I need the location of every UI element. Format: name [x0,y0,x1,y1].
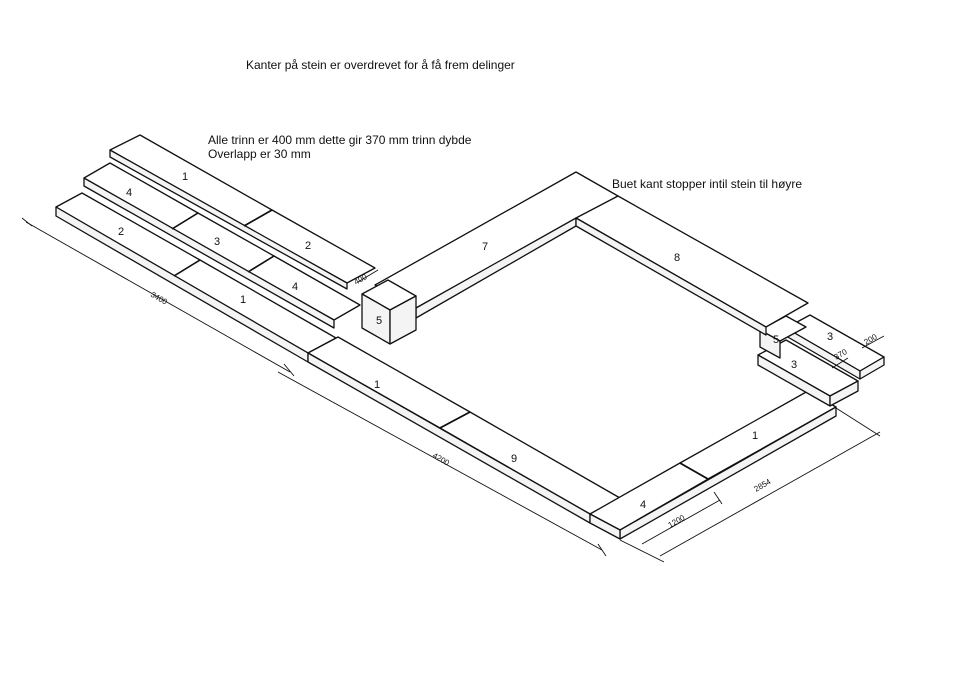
front-row-front-edge [307,352,591,524]
dim-line-200 [861,335,885,349]
label-right-front-1: 1 [752,430,758,442]
right-step-block [757,314,885,407]
right-3-top-end [859,356,885,380]
dim-line-3400 [25,221,291,373]
middle-row-seam-a [171,212,199,230]
slab-front-9 [439,411,621,515]
label-lower-1: 1 [240,294,246,306]
label-corner-5-right: 5 [773,334,779,346]
label-upper-2: 2 [305,240,311,252]
lower-row-seam [173,259,201,277]
top-note: Kanter på stein er overdrevet for å få f… [246,58,515,72]
dim-line-1200 [641,499,721,545]
upper-step-row [109,134,376,290]
front-row [307,336,621,524]
label-right-3-top: 3 [827,331,833,343]
label-middle-4b: 4 [292,281,298,293]
dim-label-2854: 2854 [753,477,773,494]
label-lower-2: 2 [118,226,124,238]
stone-labels: 1 2 4 3 4 2 1 5 7 8 5 3 3 1 9 4 1 [118,171,833,511]
label-back-7: 7 [482,241,488,253]
middle-row-front-edge [83,177,335,329]
front-right-edge [619,406,837,540]
lower-step-row [55,192,337,363]
label-right-8: 8 [674,252,680,264]
dim-line-400 [357,269,379,283]
middle-step-row [83,162,361,329]
dim-line-370 [831,357,849,369]
corner-5-right-side [759,329,781,359]
back-row [374,171,809,336]
slab-back-7 [374,171,619,309]
dim-line-4200 [277,371,603,551]
label-front-1: 1 [374,379,380,391]
dim-label-1200: 1200 [667,513,687,530]
label-middle-4: 4 [126,187,132,199]
dim-label-200: 200 [863,332,880,347]
slab-right-8 [575,195,809,328]
middle-row-seam-b [247,255,275,273]
label-front-4: 4 [640,499,646,511]
label-front-9: 9 [511,453,517,465]
right-8-inner-edge [575,217,767,336]
label-upper-1: 1 [182,171,188,183]
front-right-row [589,390,837,540]
front-right-seam [679,462,709,480]
step-note-line1: Alle trinn er 400 mm dette gir 370 mm tr… [208,133,472,147]
step-note-line2: Overlapp er 30 mm [208,147,311,161]
right-3-bottom-end [829,380,859,407]
slab-corner-5-left-end [389,295,417,345]
label-middle-3: 3 [214,236,220,248]
front-corner-edge [589,513,621,540]
label-corner-5-left: 5 [376,315,382,327]
dim-label-3400: 3400 [149,290,169,307]
label-right-3-bottom: 3 [791,359,797,371]
curve-note: Buet kant stopper intil stein til høyre [612,177,803,191]
dim-line-2854 [659,431,881,557]
dimension-lines [21,217,885,563]
upper-row-seam [243,209,273,227]
upper-row-front-edge [109,149,348,290]
front-row-seam [439,411,471,429]
left-corner-block [361,279,417,345]
slab-front-1 [307,336,471,429]
